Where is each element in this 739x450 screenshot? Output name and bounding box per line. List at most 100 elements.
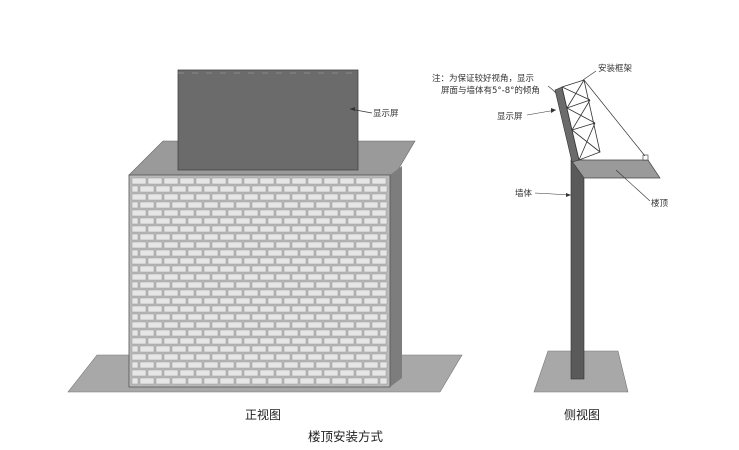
brick	[275, 353, 291, 361]
brick	[251, 185, 267, 193]
brick	[203, 217, 219, 225]
brick	[139, 297, 155, 305]
brick	[259, 337, 275, 345]
brick	[187, 329, 203, 337]
side-display-label: 显示屏	[497, 112, 523, 122]
brick	[299, 185, 315, 193]
brick	[371, 369, 387, 377]
brick	[163, 321, 179, 329]
brick	[267, 265, 283, 273]
brick	[275, 241, 291, 249]
brick	[187, 345, 203, 353]
brick	[267, 249, 283, 257]
brick	[235, 329, 251, 337]
side-wall-column	[570, 159, 585, 380]
brick	[347, 361, 363, 369]
brick	[283, 249, 299, 257]
brick	[371, 305, 387, 313]
brick	[307, 321, 323, 329]
brick	[171, 201, 187, 209]
brick	[315, 217, 331, 225]
brick	[355, 353, 371, 361]
brick	[187, 313, 203, 321]
brick	[315, 185, 331, 193]
brick	[331, 345, 347, 353]
brick	[339, 257, 355, 265]
brick	[131, 321, 147, 329]
brick	[211, 273, 227, 281]
brick	[251, 345, 267, 353]
brick	[379, 265, 388, 273]
brick	[163, 353, 179, 361]
brick	[227, 305, 243, 313]
brick	[315, 265, 331, 273]
brick	[267, 297, 283, 305]
brick	[371, 353, 387, 361]
brick	[139, 329, 155, 337]
brick	[235, 377, 251, 385]
brick	[371, 209, 387, 217]
brick	[203, 361, 219, 369]
brick	[339, 353, 355, 361]
brick	[259, 209, 275, 217]
brick	[363, 249, 379, 257]
brick	[291, 225, 307, 233]
brick	[219, 185, 235, 193]
brick	[323, 289, 339, 297]
brick	[339, 241, 355, 249]
brick	[363, 201, 379, 209]
brick	[251, 281, 267, 289]
brick	[187, 201, 203, 209]
brick	[211, 289, 227, 297]
brick	[147, 225, 163, 233]
brick	[211, 353, 227, 361]
brick	[291, 337, 307, 345]
brick	[323, 353, 339, 361]
brick	[179, 177, 195, 185]
brick	[267, 201, 283, 209]
brick	[131, 209, 147, 217]
brick	[355, 273, 371, 281]
brick	[371, 273, 387, 281]
brick	[163, 225, 179, 233]
brick	[131, 305, 147, 313]
brick	[147, 177, 163, 185]
brick	[163, 305, 179, 313]
brick	[155, 361, 171, 369]
brick	[155, 265, 171, 273]
brick	[147, 193, 163, 201]
brick	[315, 377, 331, 385]
wall-label: 墙体	[515, 188, 533, 199]
brick	[363, 185, 379, 193]
brick	[227, 353, 243, 361]
brick	[227, 321, 243, 329]
brick	[259, 193, 275, 201]
tilt-note-line2: 屏面与墙体有5°-8°的倾角	[441, 85, 540, 96]
brick	[291, 273, 307, 281]
frame-label: 安装框架	[598, 63, 633, 74]
brick	[347, 281, 363, 289]
brick	[155, 329, 171, 337]
brick	[259, 305, 275, 313]
brick	[203, 377, 219, 385]
brick	[299, 249, 315, 257]
brick	[371, 289, 387, 297]
side-view-caption: 侧视图	[564, 407, 600, 422]
brick	[291, 353, 307, 361]
brick	[315, 313, 331, 321]
brick	[355, 337, 371, 345]
brick	[363, 329, 379, 337]
brick	[235, 361, 251, 369]
brick	[219, 281, 235, 289]
brick	[243, 353, 259, 361]
brick	[195, 209, 211, 217]
brick	[283, 217, 299, 225]
brick	[363, 313, 379, 321]
brick	[275, 321, 291, 329]
brick	[323, 337, 339, 345]
brick	[211, 177, 227, 185]
brick	[347, 265, 363, 273]
brick	[171, 361, 187, 369]
brick	[219, 201, 235, 209]
